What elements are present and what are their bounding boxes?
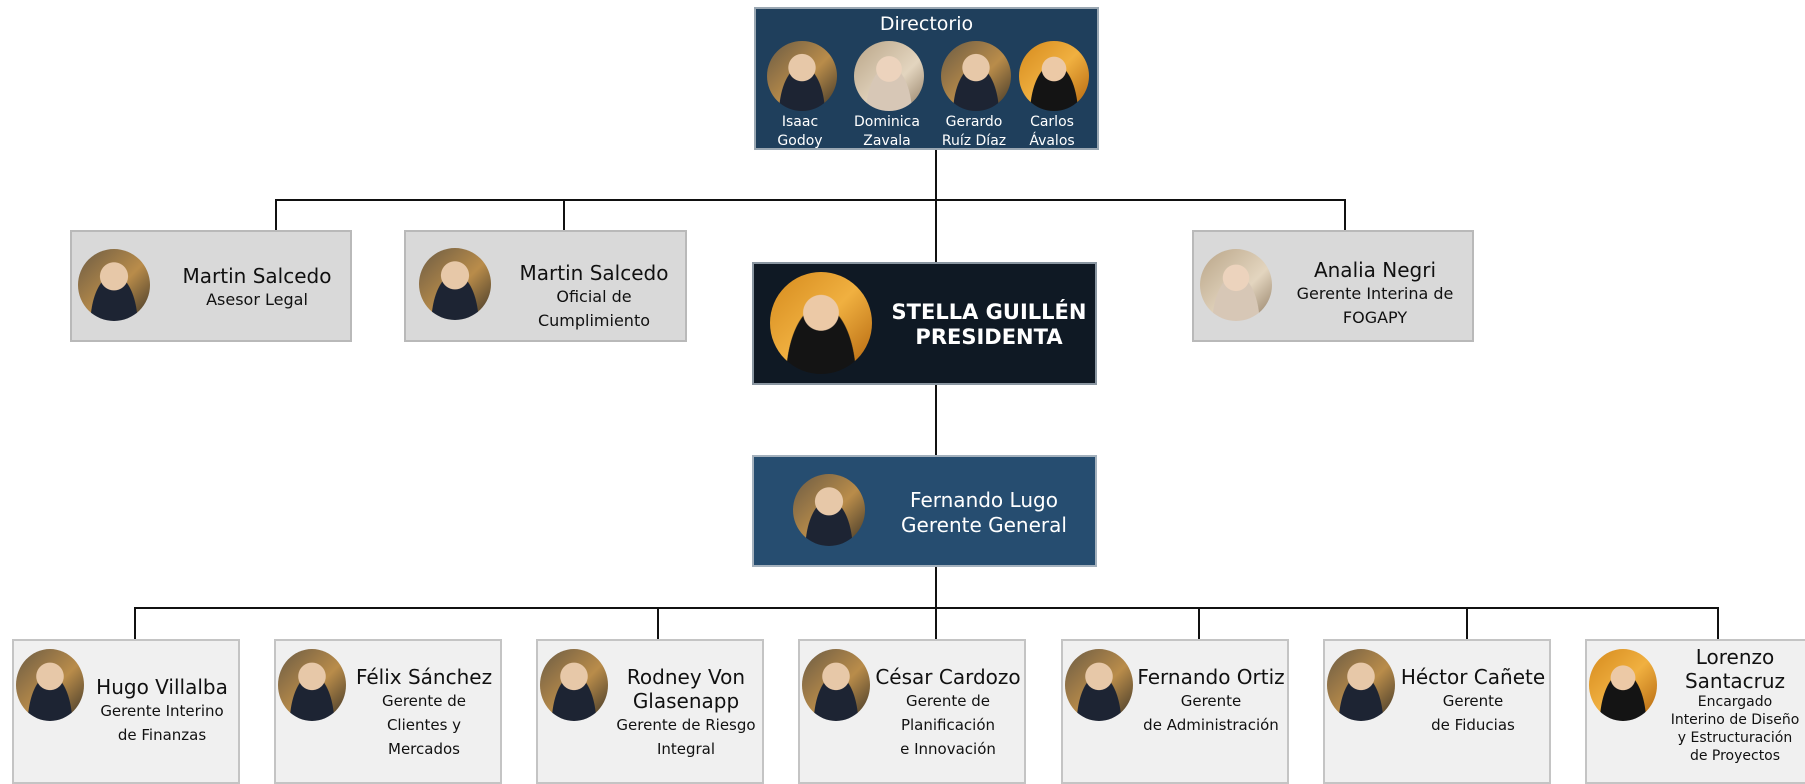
member-name-line1: Isaac — [781, 114, 819, 130]
manager-photo — [16, 649, 84, 721]
member-photo — [1019, 41, 1089, 111]
gerente-general-photo — [793, 474, 865, 546]
presidenta-photo — [770, 272, 872, 374]
asesor-legal-name: Martin Salcedo — [182, 264, 332, 288]
connector-bottom-horizontal — [135, 607, 1719, 609]
asesor-legal-box: Martin Salcedo Asesor Legal — [70, 230, 352, 342]
oficial-cumplimiento-box: Martin Salcedo Oficial de Cumplimiento — [404, 230, 687, 342]
connector-drop-mgr-7 — [1717, 607, 1719, 639]
oficial-cumplimiento-role-line2: Cumplimiento — [537, 311, 651, 330]
manager-photo — [1065, 649, 1133, 721]
manager-role: Gerente de — [381, 692, 467, 710]
connector-drop-mgr-6 — [1466, 607, 1468, 639]
connector-drop-mgr-3 — [657, 607, 659, 639]
connector-drop-mgr-1 — [134, 607, 136, 639]
fogapy-box: Analia Negri Gerente Interina de FOGAPY — [1192, 230, 1474, 342]
manager-name: Héctor Cañete — [1400, 665, 1546, 689]
manager-role: de Fiducias — [1431, 716, 1515, 734]
connector-drop-oficial — [563, 199, 565, 230]
fogapy-photo — [1200, 249, 1272, 321]
member-name-line2: Zavala — [863, 133, 911, 149]
manager-name: César Cardozo — [875, 665, 1021, 689]
manager-photo — [802, 649, 870, 721]
manager-role: e Innovación — [900, 740, 996, 758]
asesor-legal-photo — [78, 249, 150, 321]
manager-name: Lorenzo — [1695, 645, 1775, 669]
manager-name: Félix Sánchez — [355, 665, 493, 689]
directorio-title: Directorio — [879, 13, 974, 35]
manager-role: Encargado — [1697, 694, 1773, 710]
connector-drop-asesor — [275, 199, 277, 230]
member-name-line1: Carlos — [1030, 114, 1074, 130]
manager-photo — [540, 649, 608, 721]
manager-role: Gerente — [1442, 692, 1504, 710]
manager-role: Gerente — [1180, 692, 1242, 710]
member-name-line1: Dominica — [854, 114, 920, 130]
manager-role: Gerente de Riesgo — [616, 716, 756, 734]
gerente-general-name: Fernando Lugo — [910, 488, 1058, 512]
manager-role: Clientes y — [386, 716, 462, 734]
asesor-legal-role: Asesor Legal — [206, 290, 308, 309]
manager-photo — [1327, 649, 1395, 721]
gerente-general-title: Gerente General — [901, 513, 1067, 537]
presidenta-title: PRESIDENTA — [915, 325, 1063, 349]
member-photo — [854, 41, 924, 111]
member-photo — [941, 41, 1011, 111]
manager-role: de Proyectos — [1689, 748, 1781, 764]
member-name-line2: Ávalos — [1029, 133, 1075, 149]
fogapy-role-line2: FOGAPY — [1342, 308, 1408, 327]
gerente-general-box: Fernando Lugo Gerente General — [752, 455, 1097, 567]
member-name-line2: Ruíz Díaz — [941, 133, 1007, 149]
member-photo — [767, 41, 837, 111]
manager-role: Interino de Diseño — [1670, 712, 1800, 728]
manager-role: Integral — [656, 740, 716, 758]
member-name-line1: Gerardo — [945, 114, 1003, 130]
presidenta-box: STELLA GUILLÉN PRESIDENTA — [752, 262, 1097, 385]
oficial-cumplimiento-role-line1: Oficial de — [556, 287, 632, 306]
presidenta-name: STELLA GUILLÉN — [891, 300, 1087, 324]
connector-drop-fogapy — [1344, 199, 1346, 230]
oficial-cumplimiento-photo — [419, 248, 491, 320]
manager-role: Gerente Interino — [100, 702, 224, 720]
connector-drop-mgr-5 — [1198, 607, 1200, 639]
manager-role: Mercados — [388, 740, 460, 758]
manager-photo — [1589, 649, 1657, 721]
member-name-line2: Godoy — [777, 133, 823, 149]
manager-name: Hugo Villalba — [96, 675, 228, 699]
manager-role: y Estructuración — [1677, 730, 1793, 746]
manager-role: Planificación — [900, 716, 996, 734]
manager-photo — [278, 649, 346, 721]
manager-name: Rodney Von — [626, 665, 746, 689]
manager-name: Santacruz — [1684, 669, 1786, 693]
manager-name: Fernando Ortiz — [1137, 665, 1285, 689]
connector-dir-vertical — [935, 150, 937, 262]
connector-pres-gg — [935, 385, 937, 455]
fogapy-role-line1: Gerente Interina de — [1296, 284, 1454, 303]
manager-role: de Administración — [1143, 716, 1279, 734]
oficial-cumplimiento-name: Martin Salcedo — [519, 261, 669, 285]
fogapy-name: Analia Negri — [1313, 258, 1437, 282]
connector-top-horizontal — [275, 199, 1346, 201]
manager-role: Gerente de — [905, 692, 991, 710]
manager-role: de Finanzas — [117, 726, 207, 744]
manager-name: Glasenapp — [632, 689, 740, 713]
connector-gg-down — [935, 567, 937, 639]
